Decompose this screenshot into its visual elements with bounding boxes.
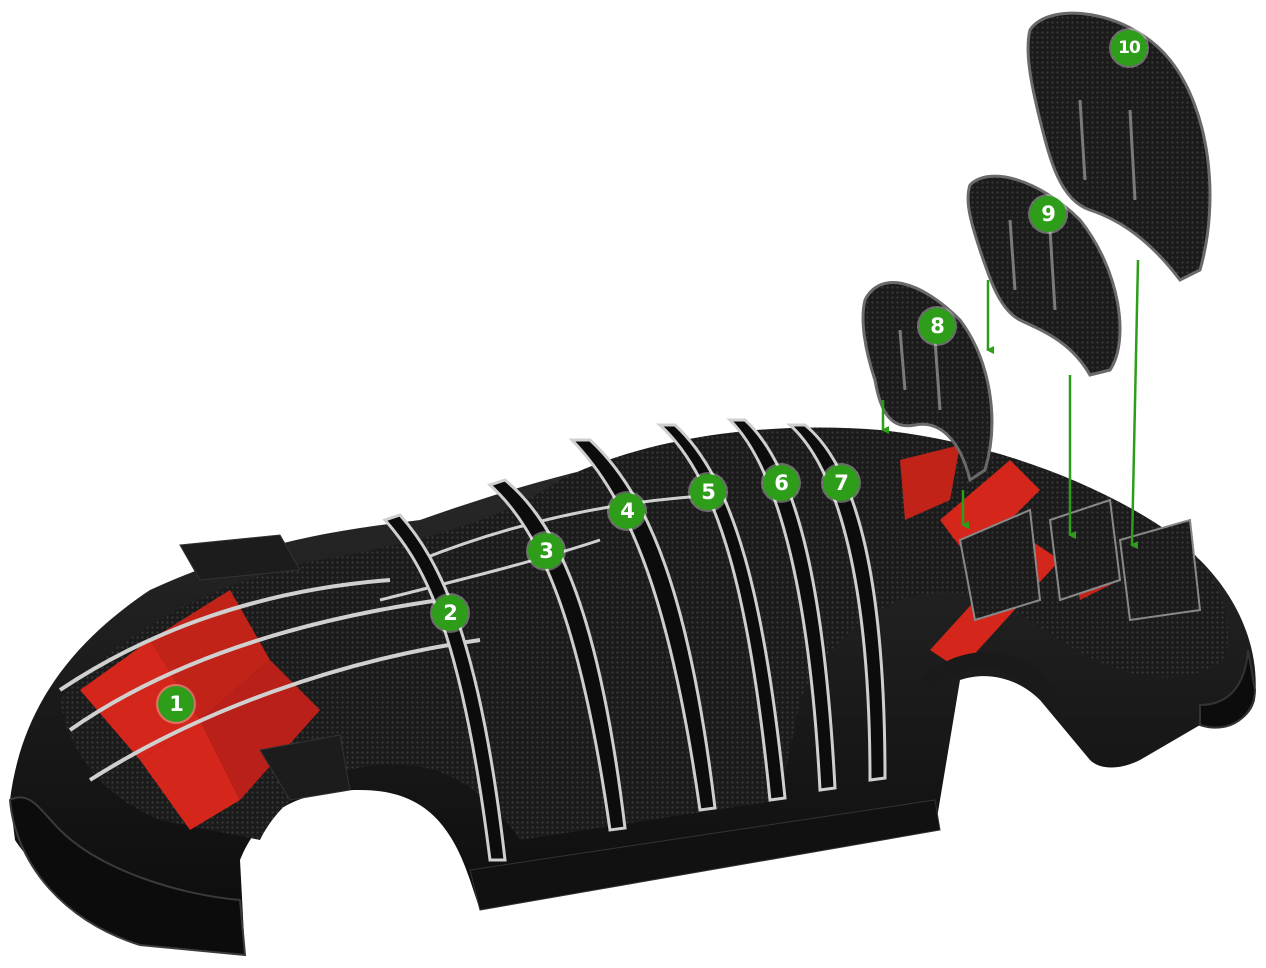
marker-1: 1 — [158, 686, 194, 722]
marker-7: 7 — [823, 465, 859, 501]
marker-4: 4 — [609, 493, 645, 529]
marker-8: 8 — [919, 308, 955, 344]
marker-3: 3 — [528, 533, 564, 569]
marker-5: 5 — [690, 474, 726, 510]
marker-9: 9 — [1030, 196, 1066, 232]
marker-6: 6 — [763, 465, 799, 501]
marker-2: 2 — [432, 595, 468, 631]
marker-10: 10 — [1111, 30, 1147, 66]
